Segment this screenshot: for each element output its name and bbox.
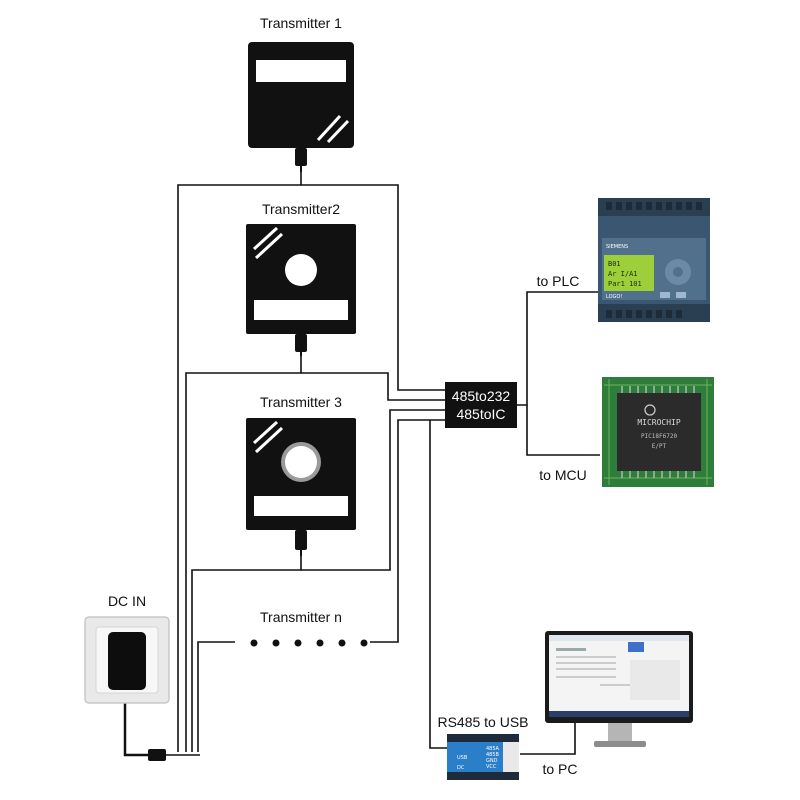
svg-text:B01: B01 (608, 260, 621, 268)
plc-screen (604, 255, 654, 291)
to-pc-label: to PC (542, 761, 577, 777)
converter-label-1: 485to232 (452, 388, 511, 404)
transmitter-1-connector (295, 148, 307, 166)
transmitter-2-label: Transmitter2 (262, 201, 340, 217)
to-mcu-label: to MCU (539, 467, 586, 483)
converter-body (445, 382, 517, 428)
transmitter-1-label: Transmitter 1 (260, 15, 342, 31)
plc-device: to PLC SIEMENS B01 Ar I/A1 Par1 101 LOGO… (537, 198, 710, 322)
transmitter-n-label: Transmitter n (260, 609, 342, 625)
pc-monitor (545, 631, 693, 747)
transmitter-3: Transmitter 3 (246, 394, 356, 556)
transmitter-2-sensor (285, 254, 317, 286)
bus-wiring (177, 172, 600, 755)
mcu-brand: MICROCHIP (637, 418, 681, 427)
adapter-pin-2: 485B (486, 752, 500, 758)
dc-in-label: DC IN (108, 593, 146, 609)
to-plc-label: to PLC (537, 273, 580, 289)
dc-in: DC IN (84, 593, 170, 704)
transmitter-1-display (256, 60, 346, 82)
svg-text:Ar I/A1: Ar I/A1 (608, 270, 638, 278)
ellipsis-dots (250, 639, 368, 647)
plc-brand: SIEMENS (606, 244, 628, 250)
adapter-pin-3: GND (486, 758, 498, 764)
transmitter-3-label: Transmitter 3 (260, 394, 342, 410)
dc-power-cable (123, 690, 200, 761)
svg-text:Par1 101: Par1 101 (608, 280, 642, 288)
adapter-usb-label: USB (457, 755, 468, 761)
rs485-usb-label: RS485 to USB (437, 714, 528, 730)
adapter-body (447, 734, 519, 780)
power-adapter (108, 632, 146, 690)
rs485-usb-adapter: RS485 to USB USB DC 485A 485B GND VCC to… (437, 714, 578, 780)
monitor-stand (608, 723, 632, 741)
mcu-chip (617, 393, 701, 471)
svg-text:E/PT: E/PT (652, 443, 667, 450)
transmitter-3-display (254, 496, 348, 516)
adapter-dc-label: DC (457, 765, 465, 771)
transmitter-1: Transmitter 1 (248, 15, 354, 172)
glare-mark (316, 114, 342, 142)
svg-text:PIC18F6720: PIC18F6720 (641, 433, 678, 440)
converter-label-2: 485toIC (456, 406, 505, 422)
adapter-pin-1: 485A (486, 746, 500, 752)
transmitter-n: Transmitter n (250, 609, 368, 647)
plc-model: LOGO! (606, 294, 622, 300)
transmitter-2-display (254, 300, 348, 320)
converter-box: 485to232 485toIC (445, 382, 517, 428)
transmitter-2: Transmitter2 (246, 201, 356, 356)
adapter-pin-4: VCC (486, 764, 497, 770)
mcu-board: to MCU MICROCHIP PIC18F6720 E/PT (539, 377, 714, 487)
